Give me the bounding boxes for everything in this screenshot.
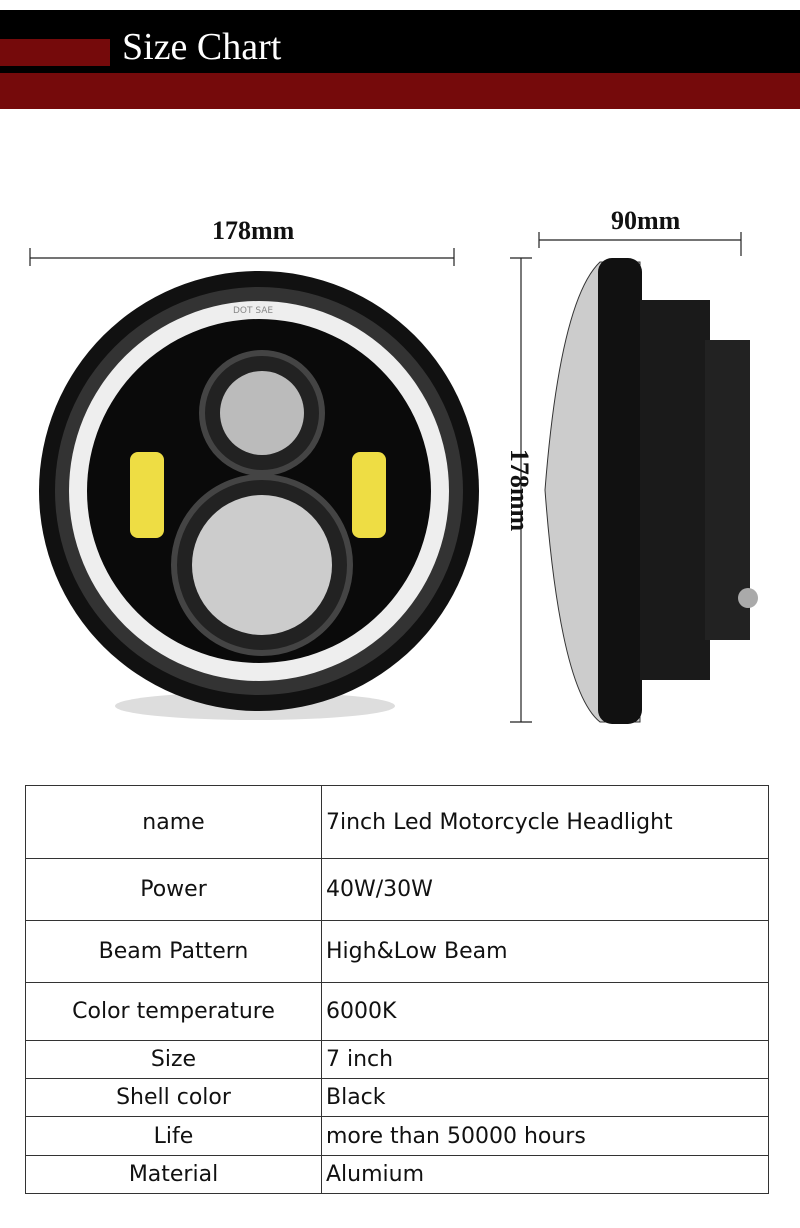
side-depth-label: 90mm <box>611 206 681 235</box>
spec-key: Shell color <box>25 1078 322 1117</box>
spec-key: Life <box>25 1116 322 1156</box>
spec-value: 6000K <box>321 982 769 1041</box>
spec-value: 7 inch <box>321 1040 769 1079</box>
spec-value: Alumium <box>321 1155 769 1194</box>
headlight-illustration <box>29 232 758 724</box>
spec-value: 7inch Led Motorcycle Headlight <box>321 785 769 859</box>
header-red-band <box>0 73 800 109</box>
spec-value: 40W/30W <box>321 858 769 921</box>
front-headlight <box>39 271 479 720</box>
page-title: Size Chart <box>122 26 282 68</box>
dot-sae-marking: DOT SAE <box>233 306 274 316</box>
header-accent <box>0 39 110 66</box>
spec-key: name <box>25 785 322 859</box>
height-label: 178mm <box>505 448 535 532</box>
spec-key: Size <box>25 1040 322 1079</box>
front-width-label: 178mm <box>212 216 295 245</box>
header-band <box>0 10 800 73</box>
spec-key: Color temperature <box>25 982 322 1041</box>
spec-key: Beam Pattern <box>25 920 322 983</box>
spec-value: Black <box>321 1078 769 1117</box>
spec-key: Material <box>25 1155 322 1194</box>
side-headlight <box>544 258 758 724</box>
spec-key: Power <box>25 858 322 921</box>
spec-value: High&Low Beam <box>321 920 769 983</box>
spec-value: more than 50000 hours <box>321 1116 769 1156</box>
